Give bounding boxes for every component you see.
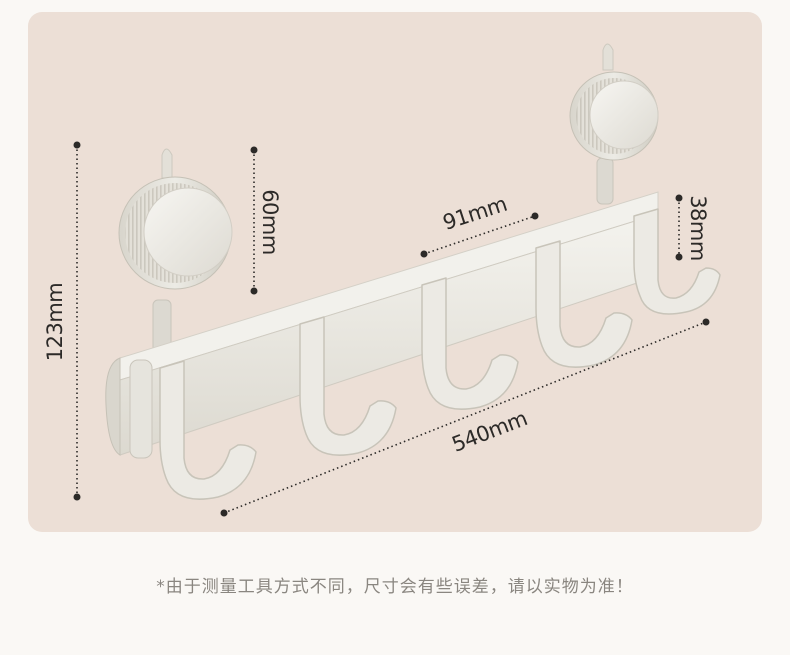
hook-rail xyxy=(105,191,659,459)
hook-height-label: 38mm xyxy=(686,195,710,261)
hook-4 xyxy=(535,240,633,368)
hook-spacing-line xyxy=(423,215,536,255)
product-image-panel: 123mm 60mm 91mm 38mm 540mm xyxy=(28,12,762,532)
hook-5 xyxy=(633,208,721,315)
hooks xyxy=(159,208,721,500)
hook-3 xyxy=(421,277,519,410)
total-length-label: 540mm xyxy=(449,406,531,457)
total-length-line xyxy=(223,321,707,514)
right-suction-cup xyxy=(569,43,659,205)
height-total-label: 123mm xyxy=(43,283,67,362)
hook-2 xyxy=(299,316,397,456)
left-suction-cup xyxy=(118,148,233,361)
product-illustration: 123mm 60mm 91mm 38mm 540mm xyxy=(43,43,721,517)
suction-height-label: 60mm xyxy=(258,189,282,255)
dimension-endpoints xyxy=(73,141,710,517)
hook-spacing-label: 91mm xyxy=(440,192,510,235)
measurement-disclaimer: *由于测量工具方式不同，尺寸会有些误差，请以实物为准！ xyxy=(156,577,634,597)
hook-1 xyxy=(159,360,257,500)
dimension-lines xyxy=(76,145,707,514)
